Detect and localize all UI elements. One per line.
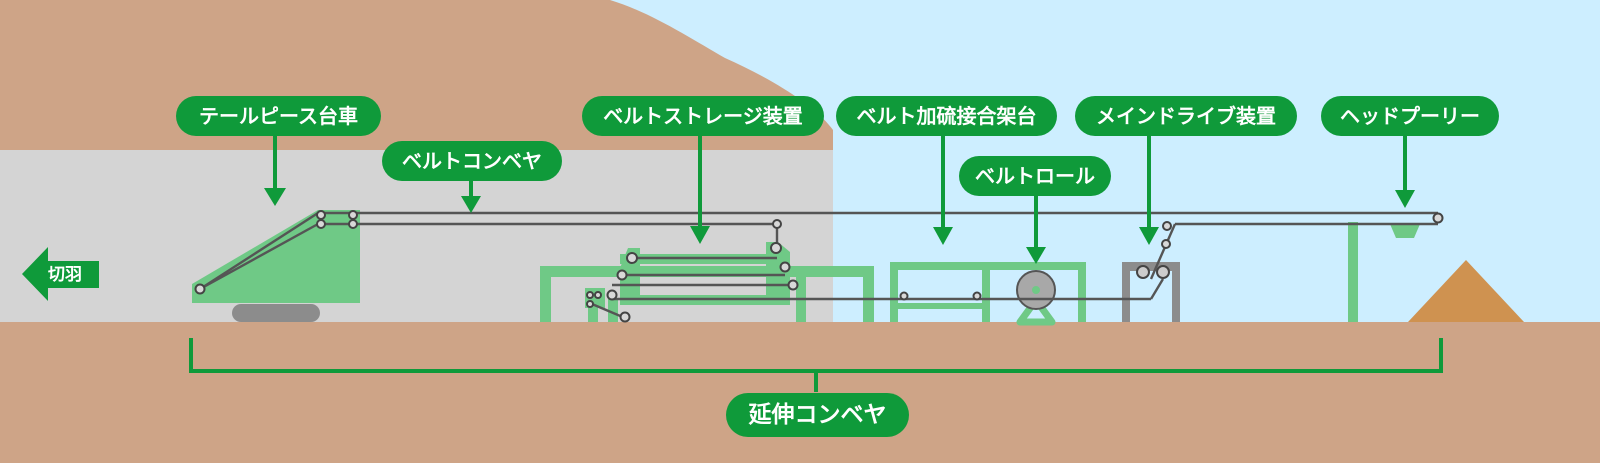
pointer-lines	[273, 133, 1407, 249]
extension-bracket	[189, 338, 1443, 392]
vulcanizing-stand	[890, 262, 1086, 322]
main-drive-unit	[1122, 262, 1180, 322]
label-belt-storage: ベルトストレージ装置	[582, 96, 824, 136]
arrow-left-icon	[22, 247, 99, 301]
label-extension-conveyor: 延伸コンベヤ	[726, 393, 909, 437]
muck-pile	[1408, 260, 1524, 322]
pulleys	[194, 210, 1444, 323]
label-belt-roll: ベルトロール	[959, 156, 1111, 196]
ground	[0, 322, 1600, 463]
label-belt-conveyor: ベルトコンベヤ	[382, 141, 562, 181]
label-tailpiece: テールピース台車	[176, 96, 381, 136]
head-pulley-support	[1348, 222, 1420, 322]
tailpiece-carriage	[192, 210, 360, 303]
conveyor-belt	[199, 211, 1438, 320]
label-vulcanizing: ベルト加硫接合架台	[836, 96, 1057, 136]
direction-text: 切羽	[48, 265, 82, 285]
tailpiece-crawler	[232, 304, 320, 322]
label-head-pulley: ヘッドプーリー	[1321, 96, 1499, 136]
arrow-down-icon	[264, 188, 1415, 264]
label-main-drive: メインドライブ装置	[1075, 96, 1297, 136]
